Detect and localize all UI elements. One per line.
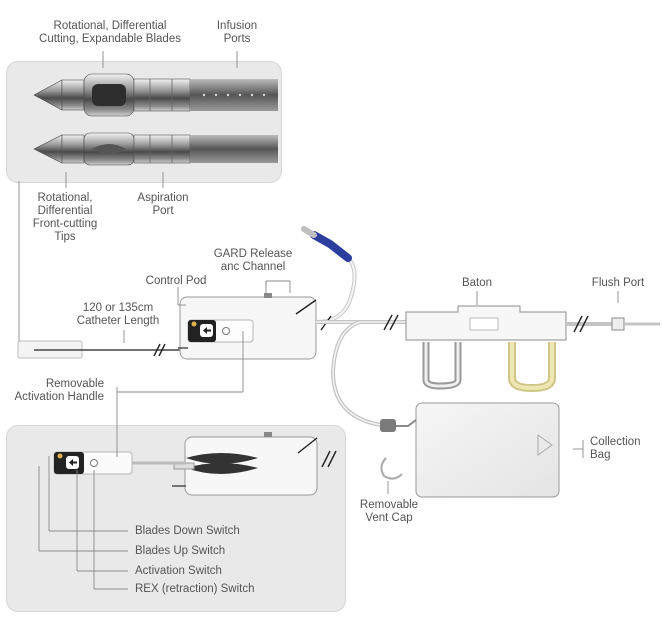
label-activation-handle-line2: Activation Handle [14,391,105,403]
label-collection-bag: Collection Bag [590,436,641,462]
activation-handle-detail [53,432,337,496]
label-gard: GARD Release anc Channel [214,248,293,274]
label-catheter-length: 120 or 135cm Catheter Length [77,302,159,328]
label-infusion: Infusion Ports [217,20,257,46]
label-infusion-line2: Ports [223,33,251,45]
pod-leader-lines [116,280,291,397]
label-activation-handle: Removable Activation Handle [15,378,105,404]
label-infusion-line1: Infusion [216,20,258,32]
catheter-tip-closed [33,132,278,166]
label-control-pod: Control Pod [146,275,207,288]
label-vent-cap-line2: Vent Cap [365,512,413,524]
label-baton: Baton [462,277,492,290]
label-catheter-length-line2: Catheter Length [76,315,160,327]
label-vent-cap-line1: Removable [359,499,419,511]
label-gard-line2: anc Channel [220,261,286,273]
label-tips-line1: Rotational, [37,192,93,204]
catheter-tip-expanded [33,73,278,117]
label-blades-down-switch: Blades Down Switch [135,525,240,537]
top-leader-lines [18,51,238,342]
switch-leader-lines [38,397,128,590]
label-activation-switch: Activation Switch [135,565,222,577]
label-tips: Rotational, Differential Front-cutting T… [33,192,98,244]
label-tips-line4: Tips [54,231,76,243]
label-baton-text: Baton [461,277,493,289]
baton [405,305,660,393]
main-tubing [316,314,410,428]
label-control-pod-text: Control Pod [145,275,207,287]
label-collection-bag-line2: Bag [590,449,611,461]
label-tips-line3: Front-cutting [32,218,98,230]
catheter-shaft [17,330,186,359]
label-catheter-length-line1: 120 or 135cm [82,302,154,314]
label-tips-line2: Differential [37,205,93,217]
label-flush-port: Flush Port [592,277,644,290]
control-pod [178,293,317,360]
label-blades: Rotational, Differential Cutting, Expand… [39,20,181,46]
label-blades-line1: Rotational, Differential [53,20,167,32]
label-blades-line2: Cutting, Expandable Blades [39,33,181,45]
label-blades-up-switch: Blades Up Switch [135,545,226,557]
label-rex-switch: REX (retraction) Switch [135,583,255,595]
label-aspiration: Aspiration Port [137,192,188,218]
label-gard-line1: GARD Release [213,248,293,260]
label-flush-port-text: Flush Port [591,277,645,289]
collection-bag [380,402,560,498]
label-collection-bag-line1: Collection [590,436,641,448]
bag-leader-lines [387,440,584,494]
label-aspiration-line1: Aspiration [137,192,189,204]
baton-leader-lines [476,291,619,305]
label-activation-handle-line1: Removable [45,378,104,390]
label-vent-cap: Removable Vent Cap [360,499,418,525]
label-aspiration-line2: Port [152,205,174,217]
